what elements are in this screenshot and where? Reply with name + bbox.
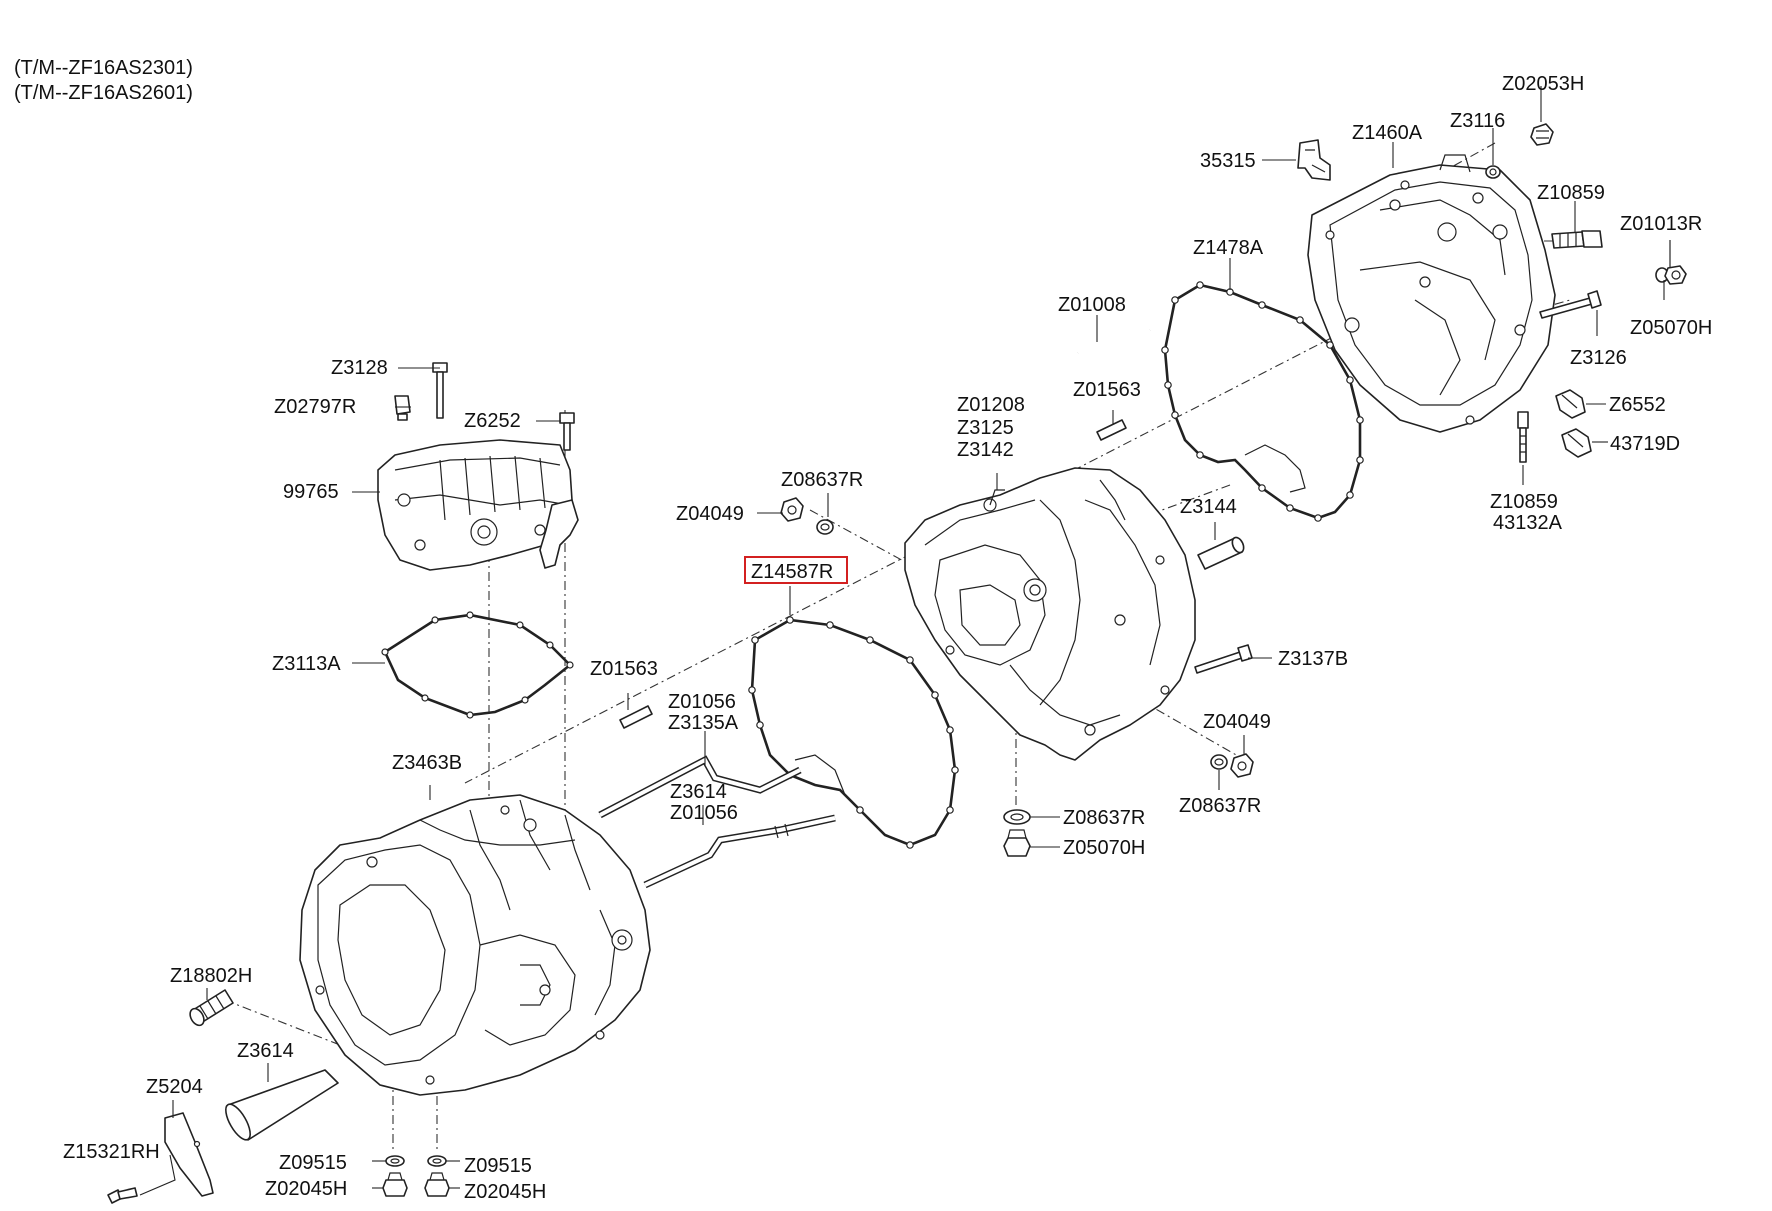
label-z04049-bottom: Z04049	[1203, 711, 1271, 733]
leader-lines	[139, 86, 1671, 1196]
bolt-z3137b	[1194, 644, 1253, 674]
plug-z05070h-top	[1664, 265, 1687, 285]
label-z3144: Z3144	[1180, 496, 1237, 518]
bracket-35315	[1297, 139, 1331, 181]
label-z6552: Z6552	[1609, 394, 1666, 416]
plug-z02053h	[1530, 123, 1554, 146]
label-43132a: 43132A	[1493, 512, 1563, 534]
assembly-axis-z3126	[1499, 299, 1571, 321]
label-z3135a: Z3135A	[668, 712, 739, 734]
front-housing-z3463b	[299, 794, 651, 1096]
valve-body-99765	[377, 439, 579, 571]
label-z01208: Z01208	[957, 394, 1025, 416]
sleeve-z3614	[225, 1069, 339, 1141]
part-labels: Z02053H Z3116 Z1460A 35315 Z10859 Z01013…	[63, 73, 1712, 1203]
label-z3116: Z3116	[1450, 110, 1505, 132]
label-z3126: Z3126	[1570, 347, 1627, 369]
pipe-z01008	[1077, 328, 1151, 355]
label-z14587r: Z14587R	[751, 561, 833, 583]
label-z01008: Z01008	[1058, 294, 1126, 316]
sensor-z10859-top	[1551, 230, 1603, 249]
washer-z09515-left	[385, 1155, 405, 1167]
label-z3125: Z3125	[957, 417, 1014, 439]
label-z3614-a: Z3614	[670, 781, 727, 803]
plug-z02045h-left	[382, 1172, 408, 1197]
label-z08637r-right: Z08637R	[1179, 795, 1261, 817]
assembly-axis-left	[224, 999, 341, 1046]
nut-z04049-top	[780, 497, 804, 522]
gasket-z14587r	[748, 616, 959, 849]
washer-z08637r-mid	[1003, 809, 1031, 825]
rear-housing-z1460a	[1307, 154, 1556, 433]
washer-z09515-right	[427, 1155, 447, 1167]
pipe-z3614	[643, 814, 836, 889]
dowel-z01563-mid	[619, 705, 653, 729]
label-z01056-b: Z01056	[670, 802, 738, 824]
plug-z02045h-right	[424, 1172, 450, 1197]
model-line-2: (T/M--ZF16AS2601)	[14, 82, 193, 104]
bolt-z3128	[432, 362, 448, 419]
label-z04049-top: Z04049	[676, 503, 744, 525]
label-z01056-a: Z01056	[668, 691, 736, 713]
label-z02045h-right: Z02045H	[464, 1181, 546, 1203]
label-z5204: Z5204	[146, 1076, 203, 1098]
fitting-z6552	[1555, 389, 1586, 419]
label-z01563-top: Z01563	[1073, 379, 1141, 401]
sensor-z10859-bottom	[1517, 411, 1529, 463]
label-z02053h: Z02053H	[1502, 73, 1584, 95]
model-line-1: (T/M--ZF16AS2301)	[14, 57, 193, 79]
label-z01013r: Z01013R	[1620, 213, 1702, 235]
label-z10859-top: Z10859	[1537, 182, 1605, 204]
label-z08637r-mid: Z08637R	[1063, 807, 1145, 829]
gasket-z3113a	[381, 611, 574, 719]
label-z6252: Z6252	[464, 410, 521, 432]
intermediate-housing	[904, 467, 1196, 761]
assembly-axis-plug	[1139, 699, 1246, 761]
label-z3614-b: Z3614	[237, 1040, 294, 1062]
dowel-z01563-top	[1096, 419, 1127, 441]
label-z18802h: Z18802H	[170, 965, 252, 987]
label-43719d: 43719D	[1610, 433, 1680, 455]
plug-z02797r	[394, 395, 411, 421]
label-z1460a: Z1460A	[1352, 122, 1423, 144]
plug-z05070h-mid	[1003, 829, 1031, 857]
label-z3113a: Z3113A	[272, 653, 341, 675]
breather-z18802h	[189, 989, 234, 1027]
highlight-box-z14587r	[744, 556, 848, 584]
label-z3142: Z3142	[957, 439, 1014, 461]
washer-z3116	[1485, 165, 1501, 179]
bolt-z3126	[1539, 290, 1602, 319]
fitting-43719d	[1561, 428, 1592, 458]
bolt-z6252	[559, 412, 575, 451]
label-z3128: Z3128	[331, 357, 388, 379]
gasket-z1478a	[1161, 281, 1364, 522]
label-z3137b: Z3137B	[1278, 648, 1348, 670]
label-99765: 99765	[283, 481, 339, 503]
label-z08637r-top: Z08637R	[781, 469, 863, 491]
label-z10859-bottom: Z10859	[1490, 491, 1558, 513]
washer-z08637r-right	[1210, 754, 1228, 770]
label-z02797r: Z02797R	[274, 396, 356, 418]
bolt-z15321rh	[107, 1187, 138, 1204]
nut-z04049-bottom	[1230, 753, 1254, 778]
pipe-z3135a	[598, 755, 802, 819]
label-z05070h-mid: Z05070H	[1063, 837, 1145, 859]
label-z09515-left: Z09515	[279, 1152, 347, 1174]
label-z1478a: Z1478A	[1193, 237, 1264, 259]
tube-z3144	[1197, 536, 1245, 570]
label-z05070h-top: Z05070H	[1630, 317, 1712, 339]
label-z3463b: Z3463B	[392, 752, 462, 774]
label-z09515-right: Z09515	[464, 1155, 532, 1177]
label-35315: 35315	[1200, 150, 1256, 172]
label-z15321rh: Z15321RH	[63, 1141, 160, 1163]
label-z01563-mid: Z01563	[590, 658, 658, 680]
cover-z5204	[164, 1112, 214, 1197]
washer-z08637r-top	[816, 519, 834, 535]
label-z02045h-left: Z02045H	[265, 1178, 347, 1200]
